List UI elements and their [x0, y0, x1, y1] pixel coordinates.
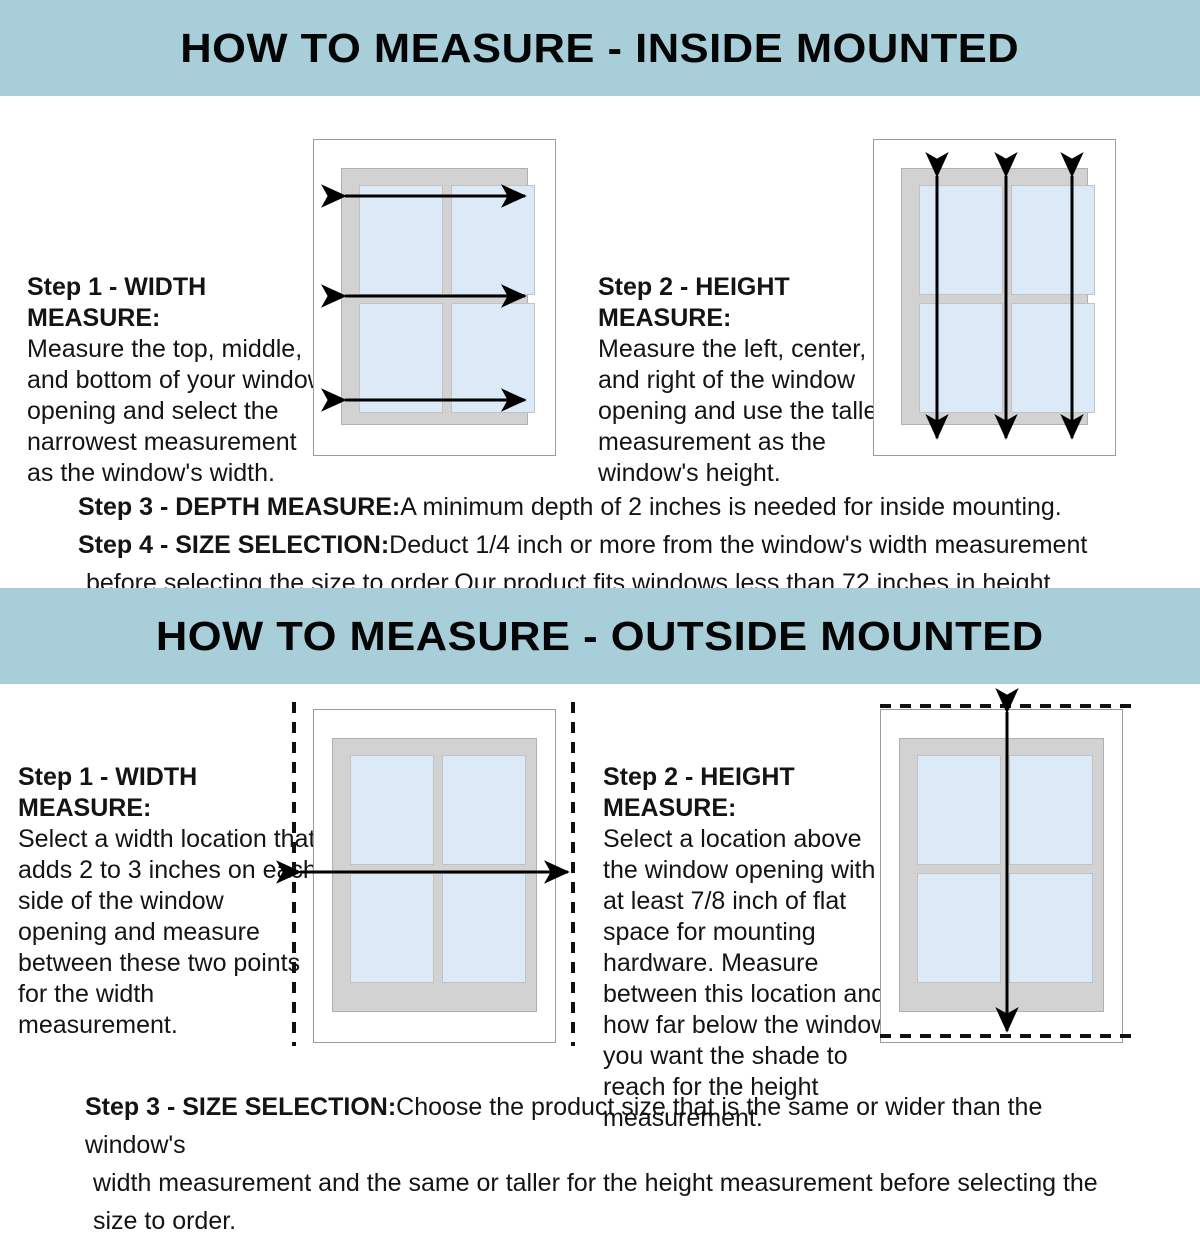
- window-pane-bottom-right: [1011, 303, 1095, 413]
- outside-step2-text: Step 2 - HEIGHT MEASURE: Select a locati…: [603, 762, 903, 1134]
- outside-step1-lead: Step 1 - WIDTH MEASURE:: [18, 763, 198, 822]
- inside-step4-lead: Step 4 - SIZE SELECTION:: [78, 531, 390, 559]
- inside-step1-body: Measure the top, middle, and bottom of y…: [27, 335, 326, 487]
- outside-step3-text: Step 3 - SIZE SELECTION:Choose the produ…: [85, 1088, 1145, 1240]
- window-inner-frame: [901, 168, 1095, 425]
- band-title-inside: HOW TO MEASURE - INSIDE MOUNTED: [180, 24, 1020, 71]
- window-pane-bottom-right: [442, 873, 526, 983]
- window-pane-top-left: [917, 755, 1001, 865]
- window-inner-frame: [332, 738, 537, 1012]
- window-pane-top-left: [359, 185, 443, 295]
- window-pane-bottom-left: [917, 873, 1001, 983]
- inside-step3-text: Step 3 - DEPTH MEASURE:A minimum depth o…: [78, 488, 1128, 526]
- diagram-inside-height-window: [873, 139, 1116, 456]
- outside-step1-text: Step 1 - WIDTH MEASURE: Select a width l…: [18, 762, 318, 1041]
- inside-step2-body: Measure the left, center, and right of t…: [598, 335, 897, 487]
- outside-step3-lead: Step 3 - SIZE SELECTION:: [85, 1093, 397, 1121]
- outside-step3-body-line1: Choose the product size that is the same…: [85, 1093, 1043, 1159]
- window-pane-top-right: [1011, 185, 1095, 295]
- inside-step1-text: Step 1 - WIDTH MEASURE: Measure the top,…: [27, 272, 327, 489]
- window-pane-top-left: [919, 185, 1003, 295]
- window-pane-top-left: [350, 755, 434, 865]
- inside-step1-lead: Step 1 - WIDTH MEASURE:: [27, 273, 207, 332]
- band-title-outside: HOW TO MEASURE - OUTSIDE MOUNTED: [156, 612, 1044, 659]
- window-pane-top-right: [451, 185, 535, 295]
- outside-step3-body-line2: width measurement and the same or taller…: [93, 1169, 1098, 1235]
- section-header-inside: HOW TO MEASURE - INSIDE MOUNTED: [0, 0, 1200, 96]
- window-pane-top-right: [1009, 755, 1093, 865]
- outside-step1-body: Select a width location that adds 2 to 3…: [18, 825, 317, 1039]
- inside-step2-text: Step 2 - HEIGHT MEASURE: Measure the lef…: [598, 272, 898, 489]
- window-pane-bottom-left: [919, 303, 1003, 413]
- window-inner-frame: [899, 738, 1104, 1012]
- inside-step2-lead: Step 2 - HEIGHT MEASURE:: [598, 273, 790, 332]
- inside-step4-body-line1: Deduct 1/4 inch or more from the window'…: [389, 531, 1088, 559]
- diagram-inside-width-window: [313, 139, 556, 456]
- window-pane-bottom-right: [451, 303, 535, 413]
- section-header-outside: HOW TO MEASURE - OUTSIDE MOUNTED: [0, 588, 1200, 684]
- outside-step2-body: Select a location above the window openi…: [603, 825, 890, 1132]
- window-pane-bottom-right: [1009, 873, 1093, 983]
- outside-step2-lead: Step 2 - HEIGHT MEASURE:: [603, 763, 795, 822]
- diagram-outside-height-window: [880, 709, 1123, 1043]
- window-pane-top-right: [442, 755, 526, 865]
- window-pane-bottom-left: [350, 873, 434, 983]
- window-inner-frame: [341, 168, 535, 425]
- inside-step3-lead: Step 3 - DEPTH MEASURE:: [78, 493, 401, 521]
- window-pane-bottom-left: [359, 303, 443, 413]
- inside-step3-body: A minimum depth of 2 inches is needed fo…: [400, 493, 1062, 521]
- diagram-outside-width-window: [313, 709, 556, 1043]
